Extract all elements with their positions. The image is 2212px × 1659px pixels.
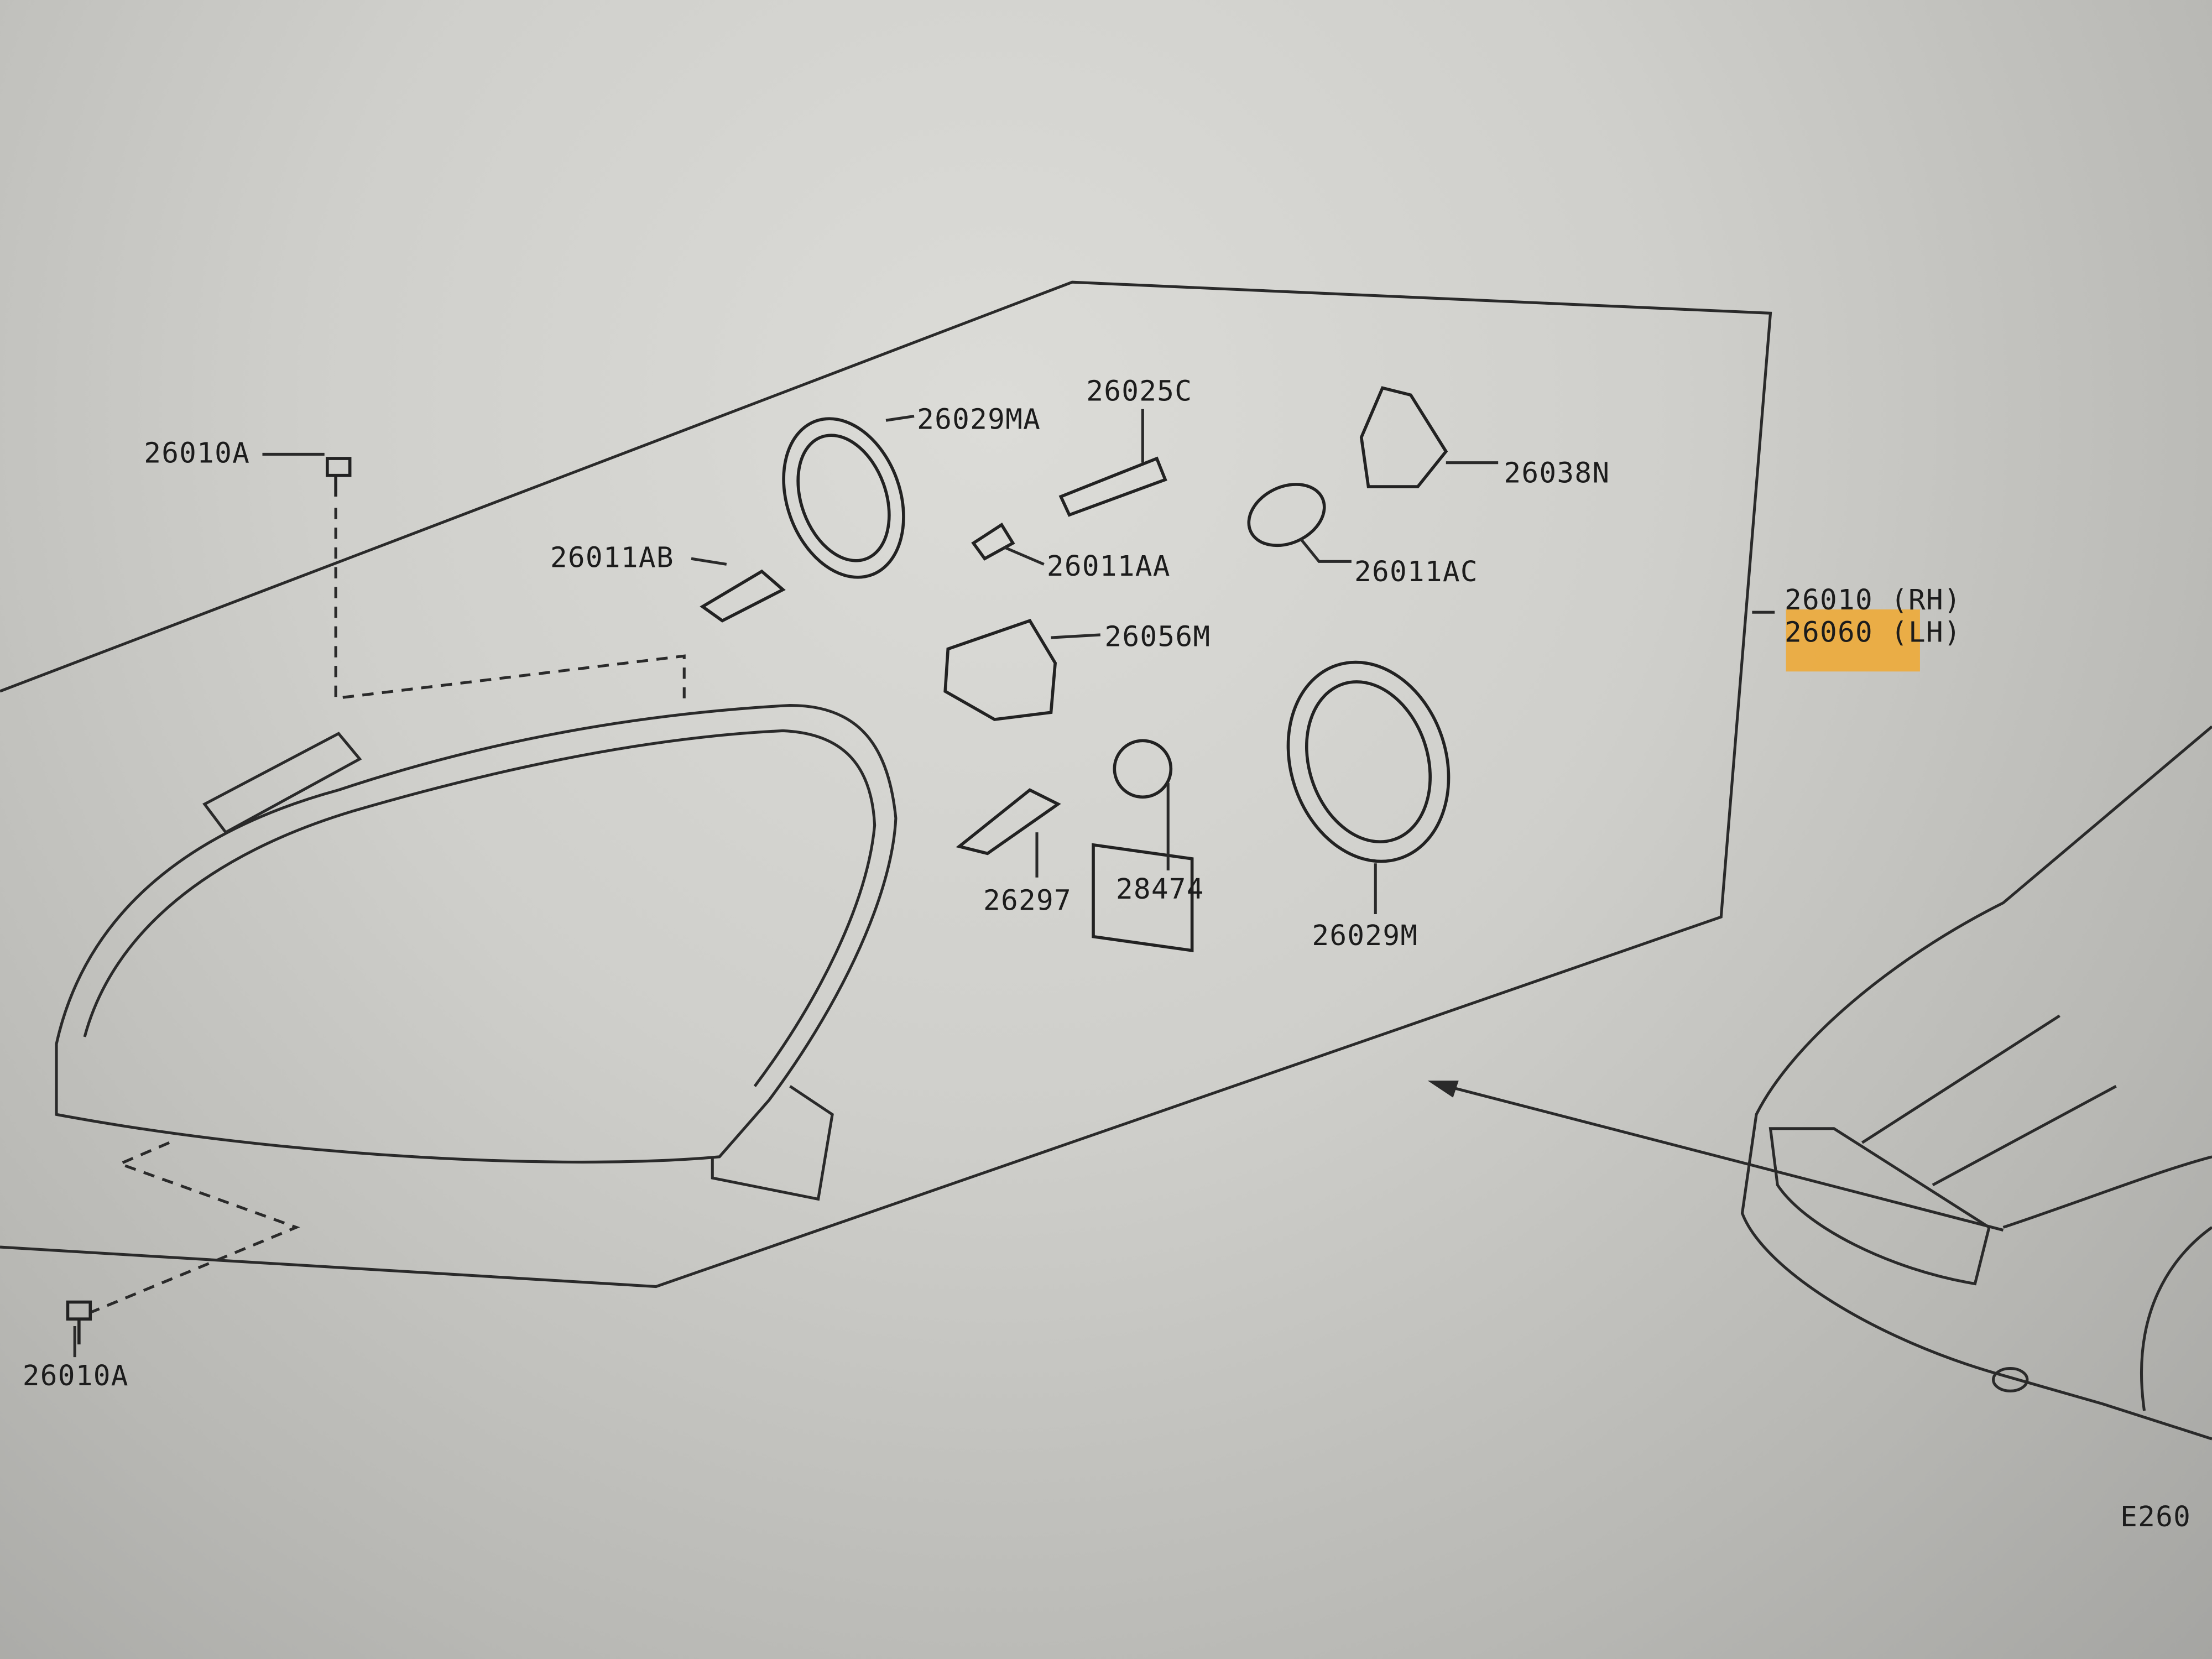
label-26011ab[interactable]: 26011AB (550, 542, 674, 575)
label-28474[interactable]: 28474 (1116, 873, 1204, 906)
ballast-icon (1092, 843, 1194, 952)
highlight-marker (1786, 609, 1920, 672)
label-26297[interactable]: 26297 (983, 884, 1072, 917)
bolt-top-icon (326, 457, 352, 497)
bulb-26011aa-icon (971, 523, 1015, 561)
headlamp-housing (55, 508, 898, 1313)
label-26010a-top[interactable]: 26010A (144, 437, 250, 470)
actuator-icon (943, 619, 1057, 721)
label-26056m[interactable]: 26056M (1104, 620, 1211, 653)
bolt-bottom-icon (66, 1300, 92, 1345)
label-26029m[interactable]: 26029M (1312, 920, 1418, 952)
label-26011aa[interactable]: 26011AA (1047, 550, 1171, 583)
bulb-26297-icon (956, 788, 1061, 855)
label-26025c[interactable]: 26025C (1086, 375, 1192, 408)
cap-upper-icon (782, 417, 905, 579)
label-26011ac[interactable]: 26011AC (1354, 556, 1478, 588)
bulb-26025c-icon (1058, 456, 1167, 517)
label-26010-rh[interactable]: 26010 (RH) (1785, 584, 1961, 617)
vehicle-outline (1740, 725, 2212, 1441)
bulb-26011ac-icon (1247, 483, 1326, 547)
assembly-frame (0, 280, 1772, 1288)
label-26038n[interactable]: 26038N (1504, 457, 1610, 489)
cap-lower-icon (1286, 660, 1451, 863)
socket-26038n-icon (1359, 386, 1448, 488)
diagram-code: E260 (2120, 1501, 2191, 1533)
label-26029ma[interactable]: 26029MA (917, 404, 1041, 436)
leader-lines (73, 409, 1775, 1358)
bulb-26011ab-icon (700, 569, 786, 623)
arrow-pointer (1427, 1081, 2004, 1232)
label-26060-lh[interactable]: 26060 (LH) (1785, 617, 1961, 649)
label-26010a-bottom[interactable]: 26010A (23, 1360, 129, 1392)
